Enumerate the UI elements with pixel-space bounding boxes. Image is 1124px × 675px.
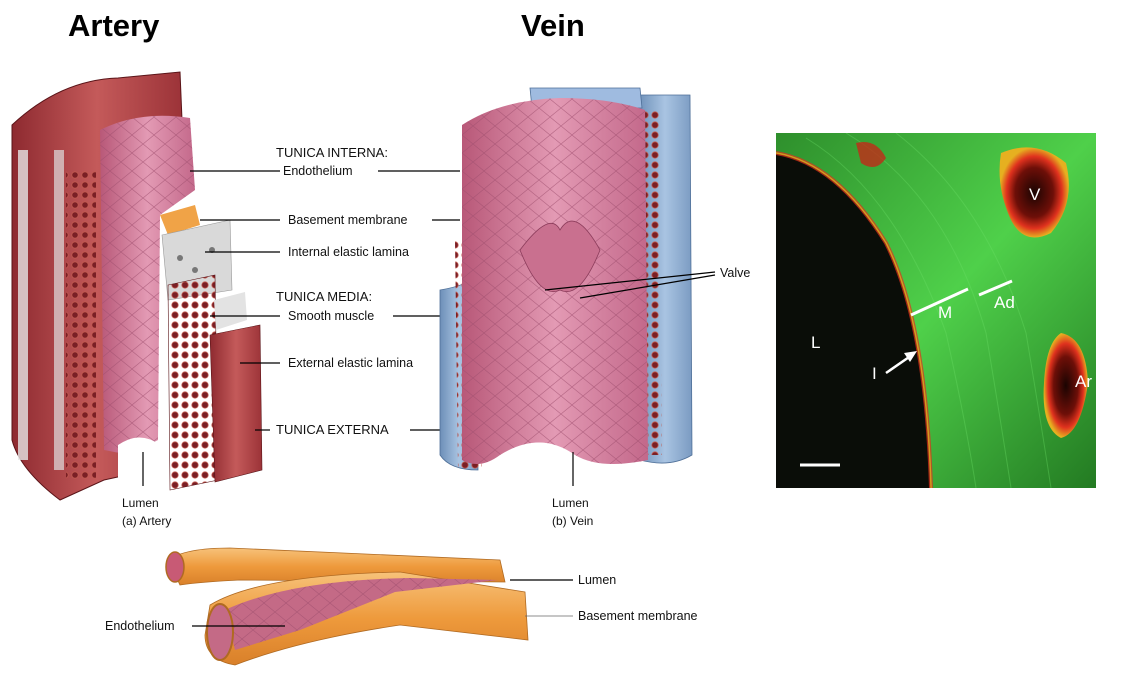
micrograph-label-v: V	[1029, 186, 1040, 204]
micrograph-label-m: M	[938, 304, 952, 322]
label-internal-elastic-lamina: Internal elastic lamina	[288, 245, 409, 259]
label-basement-membrane: Basement membrane	[288, 213, 408, 227]
capillary-endothelium-label: Endothelium	[105, 619, 175, 633]
vein-caption: (b) Vein	[552, 514, 593, 528]
micrograph-label-ar: Ar	[1075, 373, 1092, 391]
artery-tunica-externa	[210, 325, 262, 482]
label-smooth-muscle: Smooth muscle	[288, 309, 374, 323]
label-tunica-interna: TUNICA INTERNA:	[276, 146, 388, 160]
fluorescence-micrograph: V Ad M L I Ar	[776, 133, 1096, 488]
label-tunica-externa: TUNICA EXTERNA	[276, 423, 389, 437]
micrograph-label-l: L	[811, 334, 820, 352]
artery-caption: (a) Artery	[122, 514, 171, 528]
micrograph-label-i: I	[872, 365, 877, 383]
artery-smooth-muscle	[168, 275, 218, 490]
label-external-elastic-lamina: External elastic lamina	[288, 356, 413, 370]
artery-muscle-band-left	[66, 170, 96, 480]
label-valve: Valve	[720, 266, 750, 280]
artery-lumen-label: Lumen	[122, 496, 159, 510]
label-tunica-media: TUNICA MEDIA:	[276, 290, 372, 304]
capillary-lumen-label: Lumen	[578, 573, 616, 587]
vein-lumen-label: Lumen	[552, 496, 589, 510]
capillary-basement-membrane-label: Basement membrane	[578, 609, 698, 623]
micrograph-label-ad: Ad	[994, 294, 1015, 312]
label-endothelium: Endothelium	[283, 164, 353, 178]
